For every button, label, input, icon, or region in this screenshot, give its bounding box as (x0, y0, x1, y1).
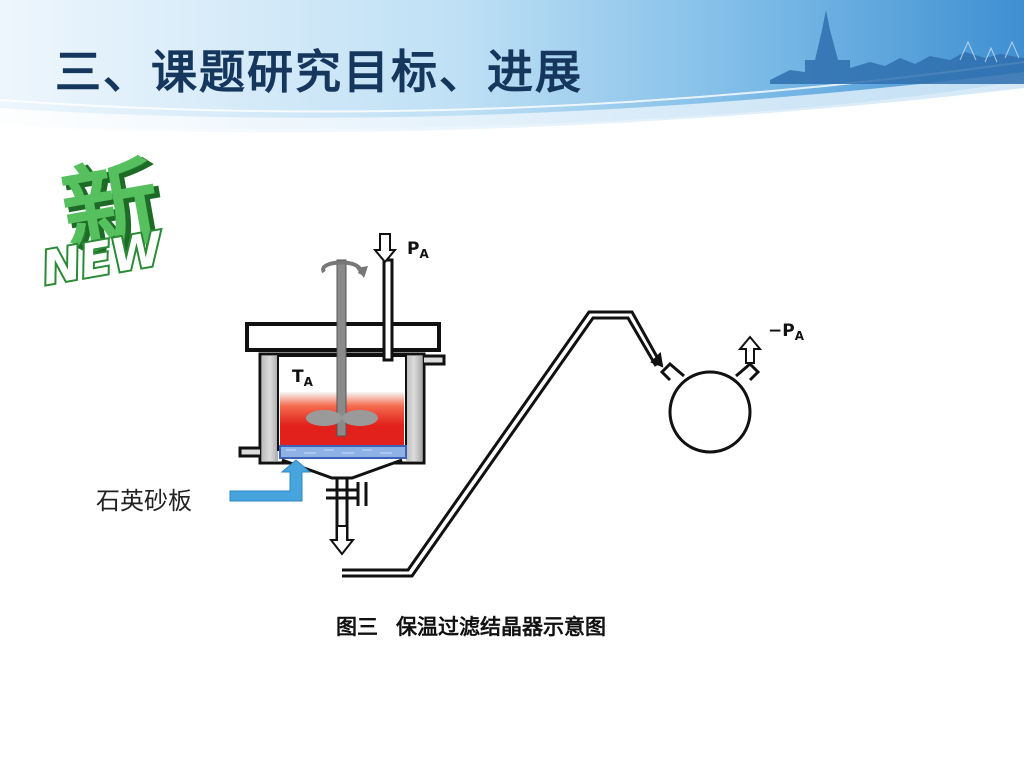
svg-text:TA: TA (292, 367, 314, 389)
flask-right-neck (735, 361, 761, 382)
outlet-valve-icon (326, 482, 368, 506)
stirrer-shaft (336, 259, 347, 437)
caption-figure-number: 图三 (336, 615, 378, 639)
svg-text:PA: PA (407, 239, 429, 261)
badge-word: NEW (38, 221, 168, 296)
transfer-line (342, 310, 664, 572)
jacket-wall-right (406, 356, 422, 461)
banner-background (0, 0, 1024, 130)
label-temperature: T (292, 367, 304, 387)
jacket-inlet (238, 446, 260, 458)
callout-label-quartz-frit: 石英砂板 (96, 487, 192, 515)
callout-arrow-icon (229, 459, 312, 502)
label-pressure-in: P (407, 239, 419, 259)
label-pressure-out-sub: A (795, 329, 805, 343)
jacket-wall-left (262, 356, 278, 461)
flask-left-neck (659, 361, 685, 382)
filter-crystallizer-diagram: PA TA −PA (229, 233, 805, 578)
slide-title: 三、课题研究目标、进展 (55, 45, 583, 99)
header-banner (0, 0, 1024, 133)
frit-texture (286, 449, 392, 454)
label-temperature-sub: A (304, 375, 314, 389)
figure-caption: 图三保温过滤结晶器示意图 (336, 611, 606, 641)
gas-inlet-tube (382, 258, 394, 362)
caption-text: 保温过滤结晶器示意图 (396, 615, 606, 639)
svg-text:−PA: −PA (768, 321, 805, 343)
transfer-arrow-icon (650, 351, 664, 368)
new-badge: 新 新 NEW (36, 150, 174, 297)
badge-char-highlight: 新 (54, 150, 168, 271)
outlet-arrow-icon (328, 525, 356, 556)
jacket-outlet (424, 354, 446, 366)
receiving-flask (668, 370, 752, 454)
label-pressure-out: −P (768, 321, 795, 341)
badge-char: 新 (59, 150, 173, 275)
label-pressure-in-sub: A (419, 247, 429, 261)
skyline-trees (959, 40, 1020, 63)
stirrer-blade-left (306, 410, 342, 426)
vacuum-arrow-icon (737, 335, 763, 364)
pressure-in-arrow-icon (372, 233, 398, 264)
stirrer-blade-right (342, 410, 378, 426)
town-skyline (770, 10, 1024, 84)
banner-wave (0, 72, 1024, 133)
quartz-sand-frit (279, 445, 407, 459)
